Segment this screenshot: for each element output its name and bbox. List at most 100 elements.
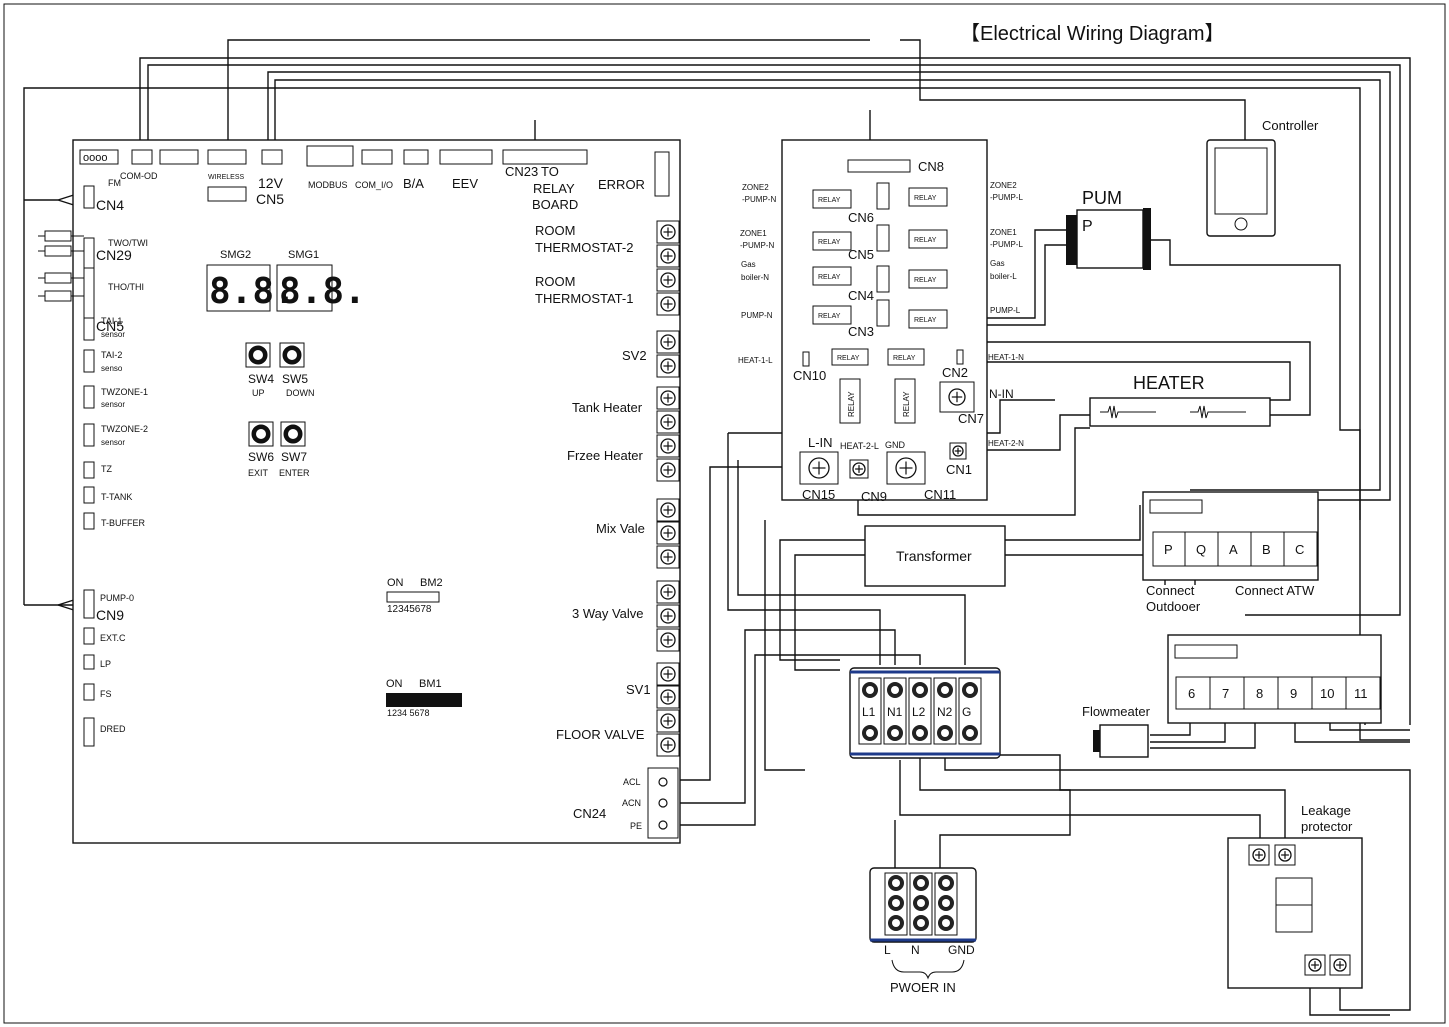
label-acl: ACL	[623, 777, 641, 787]
relay-board-cn-label-3: CN3	[848, 324, 874, 339]
label-ba: B/A	[403, 176, 424, 191]
relay-board-cn-label-1: CN5	[848, 247, 874, 262]
connect-atw-label: Connect ATW	[1235, 583, 1315, 598]
cn24-pin-1	[658, 798, 668, 808]
cn7-terminal	[948, 388, 966, 406]
leakage-label-line1: Leakage	[1301, 803, 1351, 818]
connector-eev	[439, 149, 493, 165]
power-in-terminal-0: L	[884, 943, 891, 957]
tb-screw-top-inner-4	[966, 686, 974, 694]
pin-screw-inner-2-1	[942, 899, 950, 907]
left-connector-12	[83, 654, 95, 670]
relay-3-label: RELAY	[914, 237, 937, 244]
left-connector-10	[83, 589, 95, 619]
relay-board-cn-label-12: CN9	[861, 489, 887, 504]
relay-small-0-label: RELAY	[837, 355, 860, 362]
pin-screw-inner-1-0	[917, 879, 925, 887]
tb-label-2: L2	[912, 705, 926, 719]
switch-3-name: SW7	[281, 450, 307, 464]
tb-screw-bottom-inner-0	[866, 729, 874, 737]
controller-button	[1234, 217, 1248, 231]
left-connector-14	[83, 717, 95, 747]
label-relay: RELAY	[533, 181, 575, 196]
label-com-od: COM-OD	[120, 171, 158, 181]
display-smg1	[276, 264, 333, 312]
right-label-4: SV2	[622, 348, 647, 363]
relay-right-label-0: ZONE2	[990, 181, 1017, 190]
right-label-9: SV1	[626, 682, 651, 697]
tb-label-3: N2	[937, 705, 953, 719]
left-label-21: FS	[100, 689, 112, 699]
left-label-5: CN5	[96, 318, 124, 334]
relay-board-connector-3	[876, 299, 890, 327]
sensor-resistor-2	[44, 272, 72, 284]
left-connector-0	[83, 185, 95, 209]
main-terminal-11	[660, 525, 676, 541]
relay-board-cn-label-6: N-IN	[989, 387, 1014, 401]
leakage-terminal-1	[1278, 848, 1292, 862]
cn8-connector	[847, 159, 911, 173]
relay-small-0	[831, 348, 869, 366]
relay-right-label-5: boiler-L	[990, 272, 1017, 281]
connector-modbus	[306, 145, 354, 167]
main-terminal-8	[660, 438, 676, 454]
right-label-2: ROOM	[535, 274, 575, 289]
label-modbus: MODBUS	[308, 180, 348, 190]
switch-0-name: SW4	[248, 372, 274, 386]
right-label-8: 3 Way Valve	[572, 606, 644, 621]
pqabc-label-0: P	[1164, 542, 1173, 557]
left-label-10: TWZONE-1	[101, 387, 148, 397]
terminal-cell-1	[1209, 676, 1245, 710]
label-12v: 12V	[258, 175, 284, 191]
main-terminal-4	[660, 334, 676, 350]
main-terminal-18	[660, 713, 676, 729]
sensor-resistor-3	[44, 290, 72, 302]
main-terminal-5	[660, 358, 676, 374]
terminal-cell-5	[1345, 676, 1381, 710]
left-connector-11	[83, 627, 95, 645]
dip-bm1-label: BM1	[419, 678, 442, 690]
left-label-13: sensor	[101, 438, 125, 447]
main-terminal-3	[660, 296, 676, 312]
right-label-7: Mix Vale	[596, 521, 645, 536]
connector-top-3	[159, 149, 199, 165]
left-label-1: CN4	[96, 197, 124, 213]
terminal-number-0: 6	[1188, 686, 1195, 701]
relay-board-connector-0	[876, 182, 890, 210]
outer-frame	[3, 3, 1446, 1024]
left-label-22: DRED	[100, 724, 126, 734]
smg1-digits: 8.8.	[279, 271, 366, 312]
connect-outdoor-line1: Connect	[1146, 583, 1195, 598]
left-label-19: EXT.C	[100, 633, 126, 643]
left-label-14: TZ	[101, 464, 112, 474]
connector-com-io	[361, 149, 393, 165]
left-connector-13	[83, 683, 95, 701]
pqabc-cell-2	[1217, 531, 1252, 567]
label-smg1: SMG1	[288, 249, 319, 261]
terminal-number-5: 11	[1354, 686, 1368, 701]
label-cn5-top: CN5	[256, 191, 284, 207]
leakage-terminal-3	[1333, 958, 1347, 972]
label-pe: PE	[630, 821, 642, 831]
terminal-cell-4	[1311, 676, 1347, 710]
switch-1-cap	[287, 350, 297, 360]
tb-screw-top-inner-1	[891, 686, 899, 694]
left-label-3: CN29	[96, 247, 132, 263]
heater-label: HEATER	[1133, 373, 1205, 393]
relay-right-label-1: -PUMP-L	[990, 193, 1023, 202]
relay-board-cn-label-5: CN2	[942, 365, 968, 380]
cn9-terminal	[852, 462, 866, 476]
relay-left-label-4: Gas	[741, 260, 756, 269]
relay-1-label: RELAY	[914, 195, 937, 202]
power-in-terminal-1: N	[911, 943, 920, 957]
relay-0-label: RELAY	[818, 197, 841, 204]
switch-3-cap	[288, 429, 298, 439]
power-in-terminal-2: GND	[948, 943, 975, 957]
dip-bm2-label: BM2	[420, 577, 443, 589]
controller-screen	[1214, 147, 1268, 215]
switch-0-cap	[253, 350, 263, 360]
relay-0	[812, 189, 852, 209]
connector-top-1	[79, 149, 119, 165]
label-cn8: CN8	[918, 159, 944, 174]
pin-screw-inner-1-1	[917, 899, 925, 907]
